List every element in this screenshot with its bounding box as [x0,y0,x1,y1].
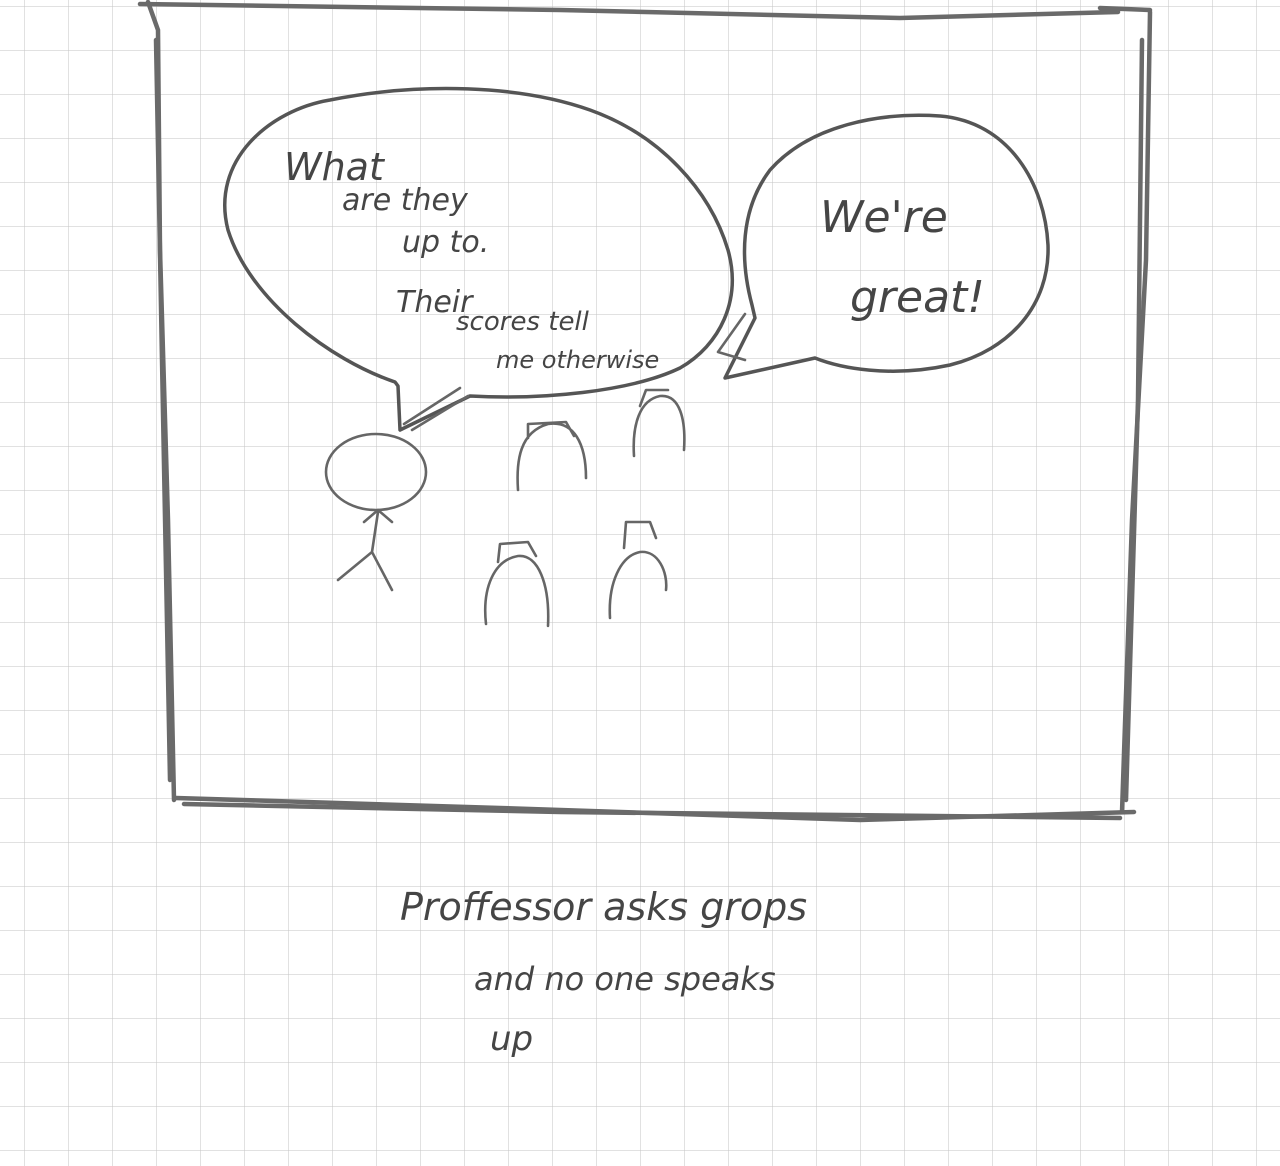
left-bubble-line-1: What [284,145,386,189]
speech-bubble-right [723,113,1050,380]
speech-bubble-left-tail-extra [402,386,470,432]
right-bubble-line-2: great! [850,272,985,323]
caption-line-1: Proffessor asks grops [400,885,807,929]
left-bubble-line-3: up to. [402,225,489,260]
student-figure [632,388,686,458]
caption-line-2: and no one speaks [474,960,776,998]
student-figure [608,520,668,620]
right-bubble-line-1: We're [820,192,948,243]
speech-bubble-left [223,86,734,432]
left-bubble-line-4: Their [396,285,474,320]
student-figure [516,420,588,492]
left-bubble-line-5: scores tell [456,307,590,337]
professor-figure [324,432,428,592]
caption-line-3: up [490,1019,533,1059]
left-bubble-line-6: me otherwise [496,346,659,374]
speech-bubble-right-tail-extra [716,312,747,362]
student-figure [483,540,550,628]
left-bubble-line-2: are they [342,183,469,218]
panel-frame [137,0,1153,823]
